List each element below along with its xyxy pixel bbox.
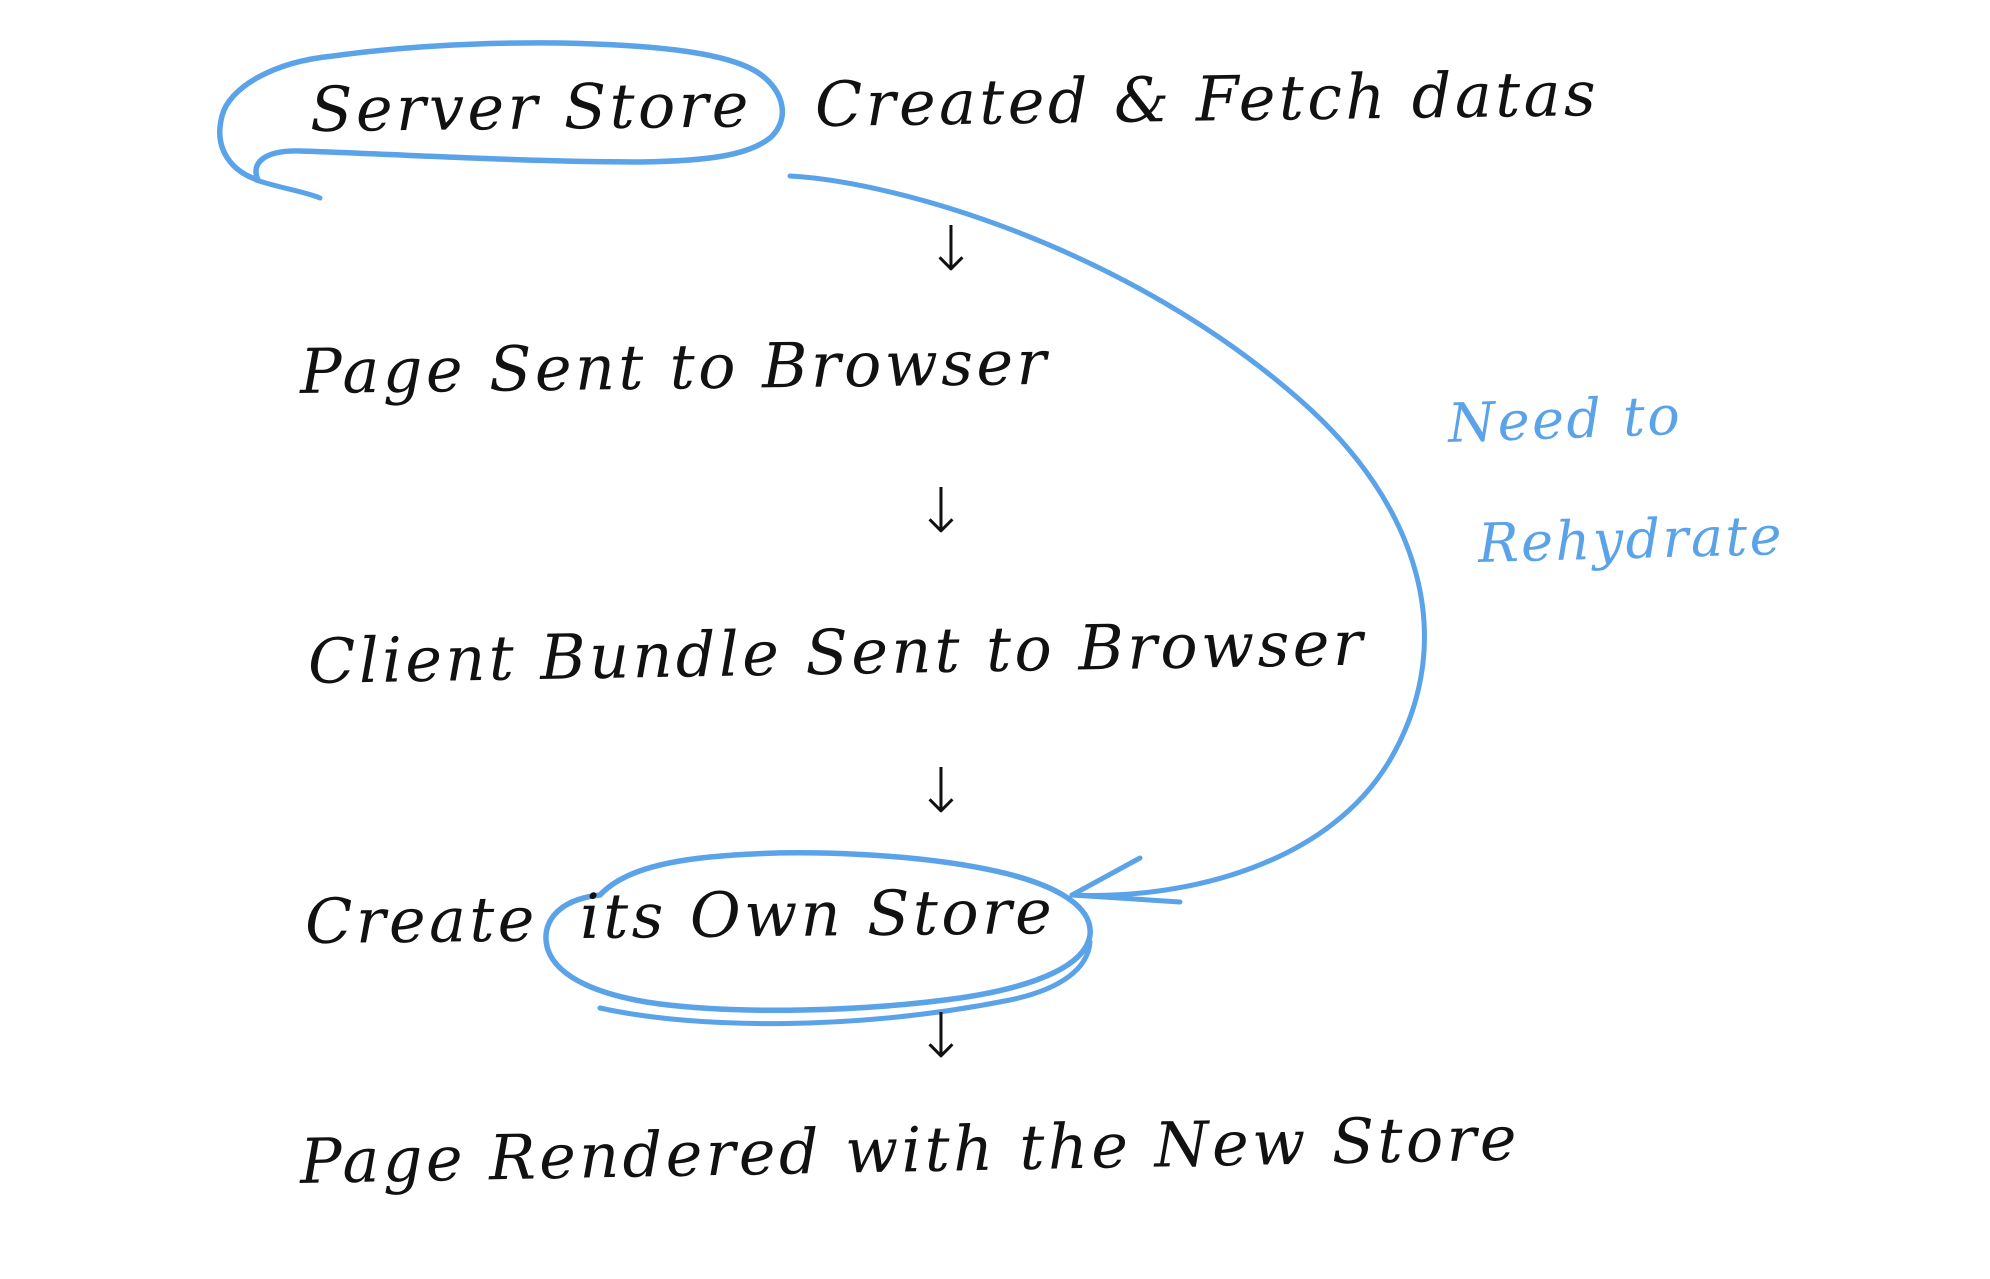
server-store-circle-tail — [253, 177, 323, 201]
arrow-step2-to-step3-icon: ↓ — [915, 474, 967, 547]
flow-step-2: Page Sent to Browser — [299, 325, 1050, 408]
rehydrate-note-line-1: Need to — [1446, 383, 1684, 455]
rehydrate-arrowhead — [1069, 855, 1183, 905]
flow-step-4-leading: Create — [304, 882, 539, 958]
arrow-step4-to-step5-icon: ↓ — [915, 999, 967, 1072]
rehydrate-curve — [787, 173, 1427, 898]
flow-step-1-highlighted: Server Store — [309, 68, 753, 146]
flow-step-1-rest: Created & Fetch datas — [814, 57, 1600, 141]
rehydrate-note-line-2: Rehydrate — [1477, 504, 1785, 575]
flow-step-5: Page Rendered with the New Store — [299, 1101, 1521, 1198]
own-store-circle-underline — [597, 939, 1093, 1027]
arrow-step1-to-step2-icon: ↓ — [925, 212, 977, 285]
arrow-step3-to-step4-icon: ↓ — [915, 754, 967, 827]
flow-step-4-highlighted: its Own Store — [579, 875, 1056, 953]
flow-step-3: Client Bundle Sent to Browser — [307, 606, 1367, 698]
